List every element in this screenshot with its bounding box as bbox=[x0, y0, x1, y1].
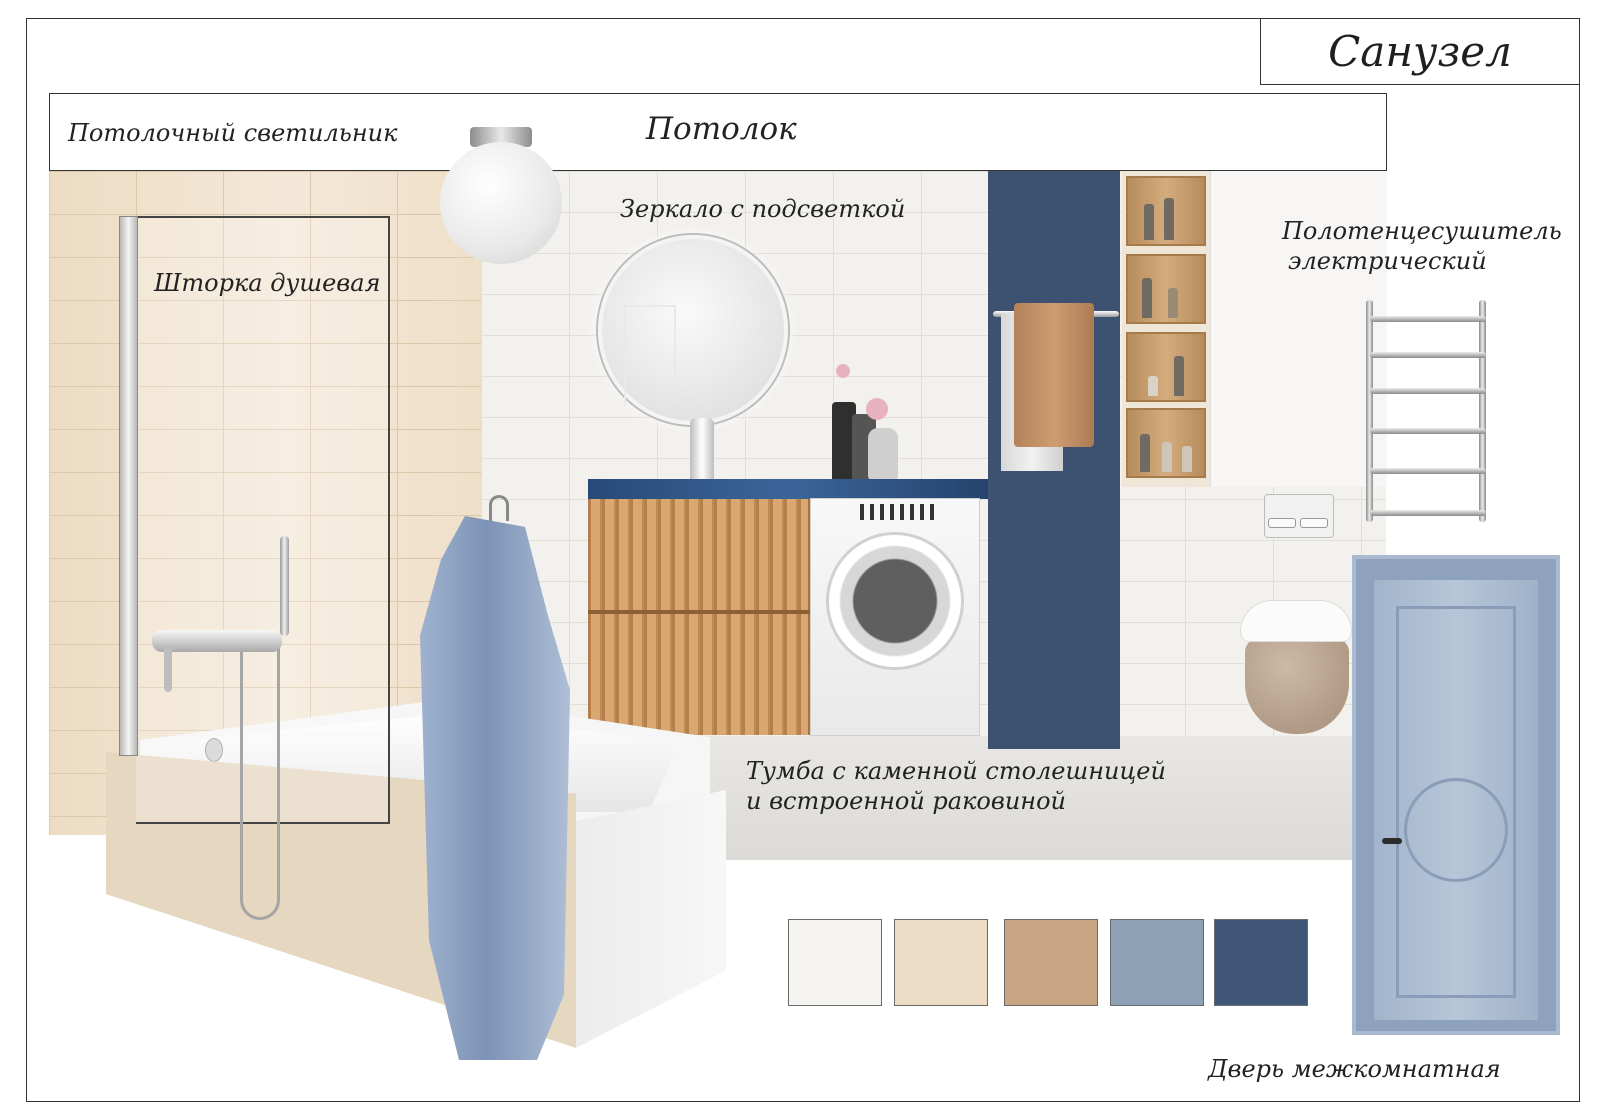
sink-tap-icon bbox=[690, 418, 714, 480]
vanity-label-line1: Тумба с каменной столешницей bbox=[746, 757, 1166, 785]
vanity-label-line2: и встроенной раковиной bbox=[746, 787, 1067, 815]
towel-warmer-label-line2: электрический bbox=[1288, 247, 1487, 275]
ceiling-lamp-icon bbox=[470, 127, 532, 147]
towel-icon bbox=[1014, 303, 1094, 447]
flower-icon bbox=[866, 398, 888, 420]
door-ornament bbox=[1404, 778, 1508, 882]
shelf-niche bbox=[1126, 332, 1206, 402]
shower-screen-profile bbox=[119, 216, 138, 756]
mirror-label: Зеркало с подсветкой bbox=[620, 195, 906, 223]
towel-warmer-label: Полотенцесушитель электрический bbox=[1282, 216, 1562, 276]
towel-warmer-bar bbox=[1370, 388, 1486, 394]
mixer-lever bbox=[164, 646, 172, 692]
color-swatch-4 bbox=[1110, 919, 1204, 1006]
flush-key bbox=[1300, 518, 1328, 528]
towel-warmer-rail bbox=[1479, 300, 1486, 522]
towel-warmer-bar bbox=[1370, 468, 1486, 474]
shelf-niche bbox=[1126, 176, 1206, 246]
page-title: Санузел bbox=[1260, 18, 1580, 85]
ceiling-bar bbox=[49, 93, 1387, 171]
vanity-label: Тумба с каменной столешницей и встроенно… bbox=[746, 756, 1166, 816]
color-swatch-2 bbox=[894, 919, 988, 1006]
door-label: Дверь межкомнатная bbox=[1208, 1055, 1501, 1083]
color-swatch-3 bbox=[1004, 919, 1098, 1006]
lamp-globe bbox=[440, 142, 562, 264]
bathrobe-icon bbox=[420, 516, 570, 1060]
color-swatch-5 bbox=[1214, 919, 1308, 1006]
flower-icon bbox=[836, 364, 850, 378]
ceiling-light-label: Потолочный светильник bbox=[68, 119, 398, 147]
hook-icon bbox=[489, 495, 509, 521]
vase-icon bbox=[868, 428, 898, 480]
vanity-cabinet-icon bbox=[588, 499, 810, 735]
board-frame bbox=[26, 18, 1580, 1102]
ceiling-label: Потолок bbox=[646, 111, 797, 147]
shelf-niche bbox=[1126, 254, 1206, 324]
towel-warmer-label-line1: Полотенцесушитель bbox=[1282, 217, 1562, 245]
towel-warmer-bar bbox=[1370, 428, 1486, 434]
round-mirror-icon bbox=[598, 235, 788, 425]
shelf-niche bbox=[1126, 408, 1206, 478]
toilet-icon bbox=[1245, 638, 1349, 734]
bath-mixer-icon bbox=[152, 630, 282, 652]
color-swatch-1 bbox=[788, 919, 882, 1006]
shower-hose-icon bbox=[240, 644, 280, 920]
door-handle-icon bbox=[1382, 838, 1402, 844]
towel-warmer-icon bbox=[1366, 300, 1373, 522]
towel-warmer-bar bbox=[1370, 316, 1486, 322]
flush-key bbox=[1268, 518, 1296, 528]
drain-icon bbox=[205, 738, 223, 762]
washer-control-panel bbox=[860, 504, 940, 520]
toilet-lid bbox=[1240, 600, 1352, 642]
wall-panel bbox=[1210, 171, 1387, 487]
door-panel bbox=[1396, 606, 1516, 998]
vanity-drawer-gap bbox=[588, 610, 810, 614]
towel-warmer-bar bbox=[1370, 510, 1486, 516]
washer-door bbox=[826, 532, 964, 670]
shower-screen-label: Шторка душевая bbox=[154, 269, 381, 297]
shower-screen-icon bbox=[136, 216, 390, 824]
flush-plate-icon bbox=[1264, 494, 1334, 538]
shower-rod-icon bbox=[280, 536, 289, 636]
towel-warmer-bar bbox=[1370, 352, 1486, 358]
mirror-reflection bbox=[624, 305, 676, 405]
stone-countertop bbox=[588, 479, 988, 499]
